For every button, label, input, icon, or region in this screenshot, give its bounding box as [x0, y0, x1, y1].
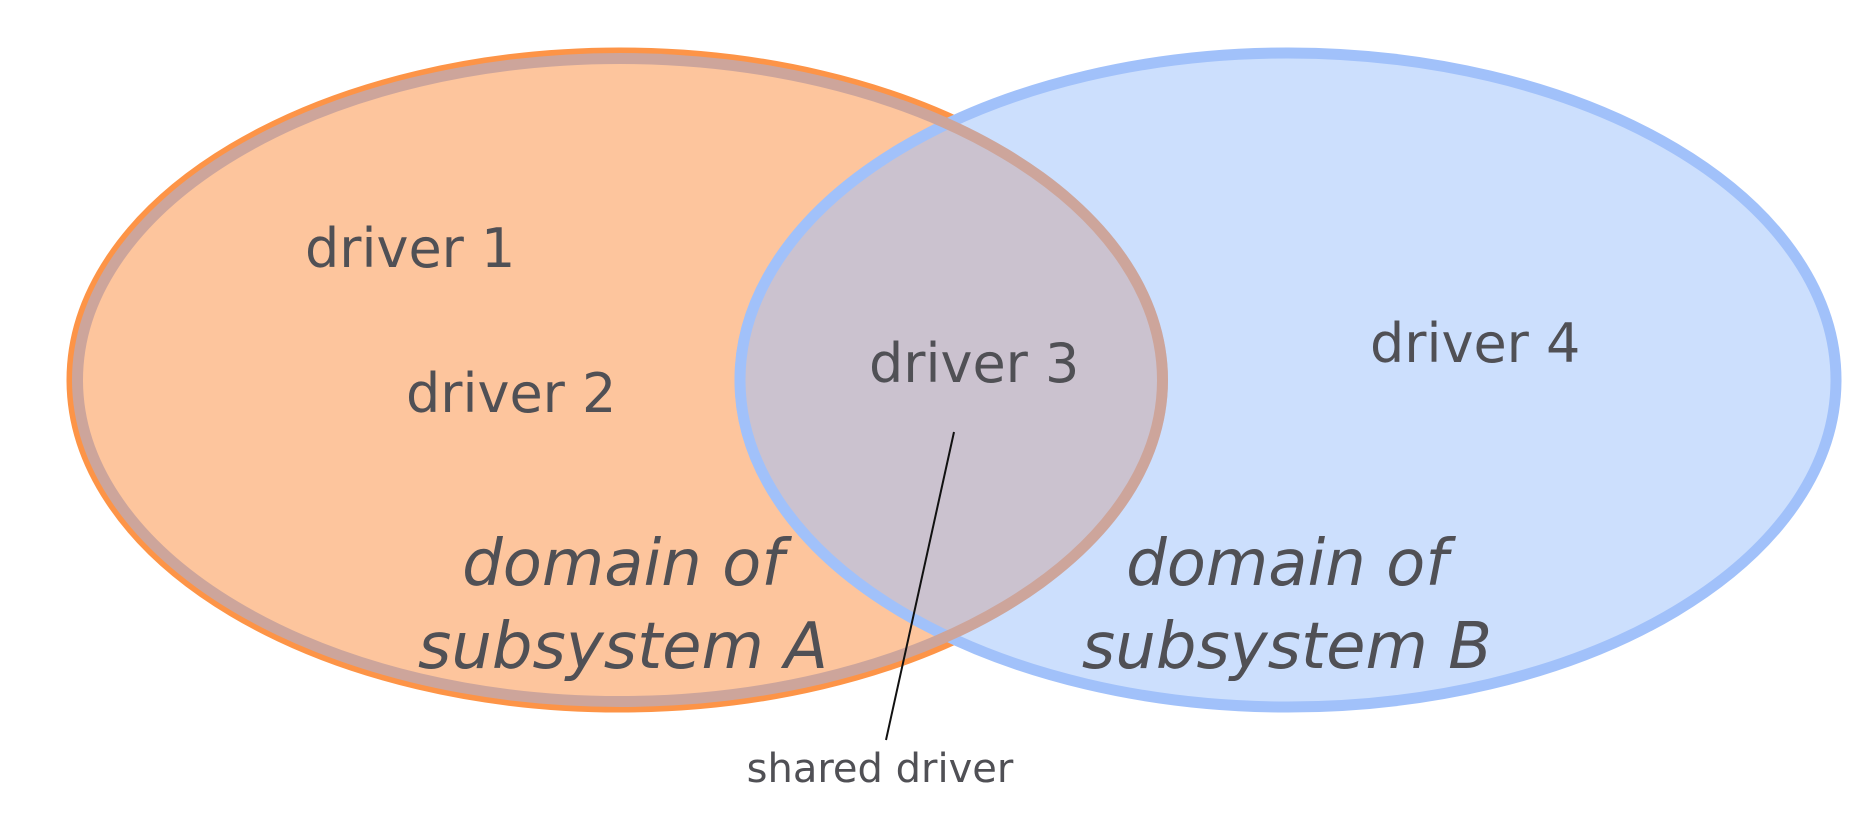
driver-3-label: driver 3	[869, 332, 1079, 395]
shared-driver-annotation: shared driver	[747, 746, 1014, 792]
overlap-region	[734, 53, 1168, 707]
driver-1-label: driver 1	[305, 217, 515, 280]
driver-4-label: driver 4	[1370, 312, 1580, 375]
shared-driver-leader-line	[885, 431, 955, 741]
domain-a-label-line1: domain of	[462, 527, 792, 601]
domain-b-label-line1: domain of	[1126, 527, 1456, 601]
driver-2-label: driver 2	[406, 362, 616, 425]
domain-a-label-line2: subsystem A	[418, 610, 828, 684]
domain-b-label-line2: subsystem B	[1082, 610, 1492, 684]
